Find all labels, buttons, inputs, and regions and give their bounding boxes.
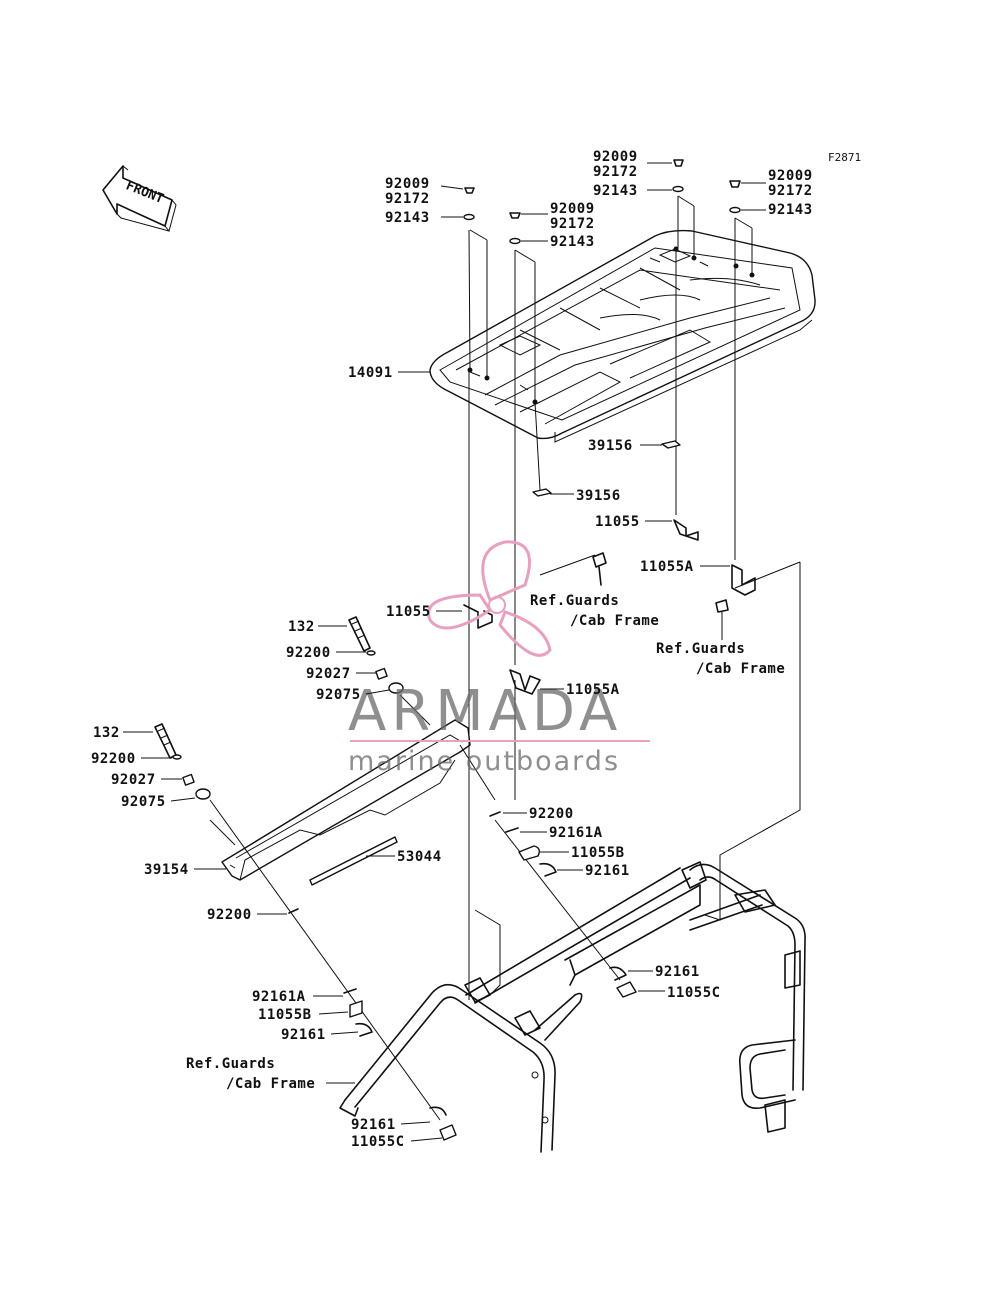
label-92009: 92009 (593, 149, 638, 165)
bracket-11055A-left (509, 669, 541, 695)
front-arrow-icon: FRONT (102, 165, 177, 233)
label-39154: 39154 (144, 862, 189, 878)
label-92143: 92143 (768, 202, 813, 218)
label-ref-cab-frame: /Cab Frame (696, 661, 785, 677)
cab-frame (339, 861, 806, 1153)
watermark-brand: ARMADA (348, 679, 622, 744)
label-92172: 92172 (385, 191, 430, 207)
label-ref-cab-frame: /Cab Frame (226, 1076, 315, 1092)
label-92027: 92027 (306, 666, 351, 682)
label-92172: 92172 (768, 183, 813, 199)
bolt-ref-b (715, 599, 729, 613)
bolt-132-lower (154, 723, 211, 800)
label-11055A: 11055A (566, 682, 620, 698)
screw-set-b (509, 212, 548, 245)
part-labels: 92009 92172 92143 92009 92172 92143 9200… (91, 149, 813, 1150)
label-92161A: 92161A (252, 989, 306, 1005)
label-ref-guards: Ref.Guards (656, 641, 745, 657)
label-39156: 39156 (588, 438, 633, 454)
bolt-132-upper (348, 616, 404, 694)
label-11055C: 11055C (667, 985, 721, 1001)
label-ref-cab-frame: /Cab Frame (570, 613, 659, 629)
label-ref-guards: Ref.Guards (530, 593, 619, 609)
label-92009: 92009 (385, 176, 430, 192)
bolt-ref-a (592, 552, 607, 586)
bracket-11055-left (463, 604, 493, 629)
clip-92200-lower (288, 908, 373, 1037)
label-92143: 92143 (593, 183, 638, 199)
label-92161: 92161 (655, 964, 700, 980)
label-92161: 92161 (281, 1027, 326, 1043)
label-92161A: 92161A (549, 825, 603, 841)
clip-11055C-right (609, 966, 637, 998)
watermark-logo-icon (427, 540, 552, 657)
bracket-11055-right (673, 519, 699, 541)
label-11055B: 11055B (571, 845, 625, 861)
figure-code: F2871 (828, 151, 861, 164)
label-11055C: 11055C (351, 1134, 405, 1150)
crossbar-39154 (221, 719, 471, 881)
clip-11055C-lower (429, 1106, 457, 1141)
clip-92200-upper (489, 811, 557, 877)
label-11055: 11055 (595, 514, 640, 530)
label-ref-guards: Ref.Guards (186, 1056, 275, 1072)
label-92027: 92027 (111, 772, 156, 788)
screw-set-a (440, 185, 475, 371)
label-92009: 92009 (550, 201, 595, 217)
bracket-11055A-right (731, 564, 756, 596)
label-92172: 92172 (593, 164, 638, 180)
screw-set-d (729, 180, 766, 214)
label-14091: 14091 (348, 365, 393, 381)
strip-53044 (309, 836, 398, 886)
label-39156: 39156 (576, 488, 621, 504)
label-92200: 92200 (207, 907, 252, 923)
label-92075: 92075 (316, 687, 361, 703)
label-92200: 92200 (91, 751, 136, 767)
label-92161: 92161 (351, 1117, 396, 1133)
screw-set-c (647, 159, 684, 193)
label-92143: 92143 (385, 210, 430, 226)
roof-panel (429, 229, 816, 443)
label-92200: 92200 (529, 806, 574, 822)
label-11055B: 11055B (258, 1007, 312, 1023)
pad-39156 (532, 440, 681, 497)
label-92009: 92009 (768, 168, 813, 184)
label-11055: 11055 (386, 604, 431, 620)
alignment-guides (468, 195, 753, 665)
lower-guides (209, 554, 801, 1121)
label-53044: 53044 (397, 849, 442, 865)
label-92075: 92075 (121, 794, 166, 810)
front-label: FRONT (124, 178, 166, 207)
label-132: 132 (288, 619, 315, 635)
label-92200: 92200 (286, 645, 331, 661)
label-92143: 92143 (550, 234, 595, 250)
label-11055A: 11055A (640, 559, 694, 575)
label-92172: 92172 (550, 216, 595, 232)
label-132: 132 (93, 725, 120, 741)
label-92161: 92161 (585, 863, 630, 879)
watermark-tagline: marine outboards (348, 746, 620, 777)
